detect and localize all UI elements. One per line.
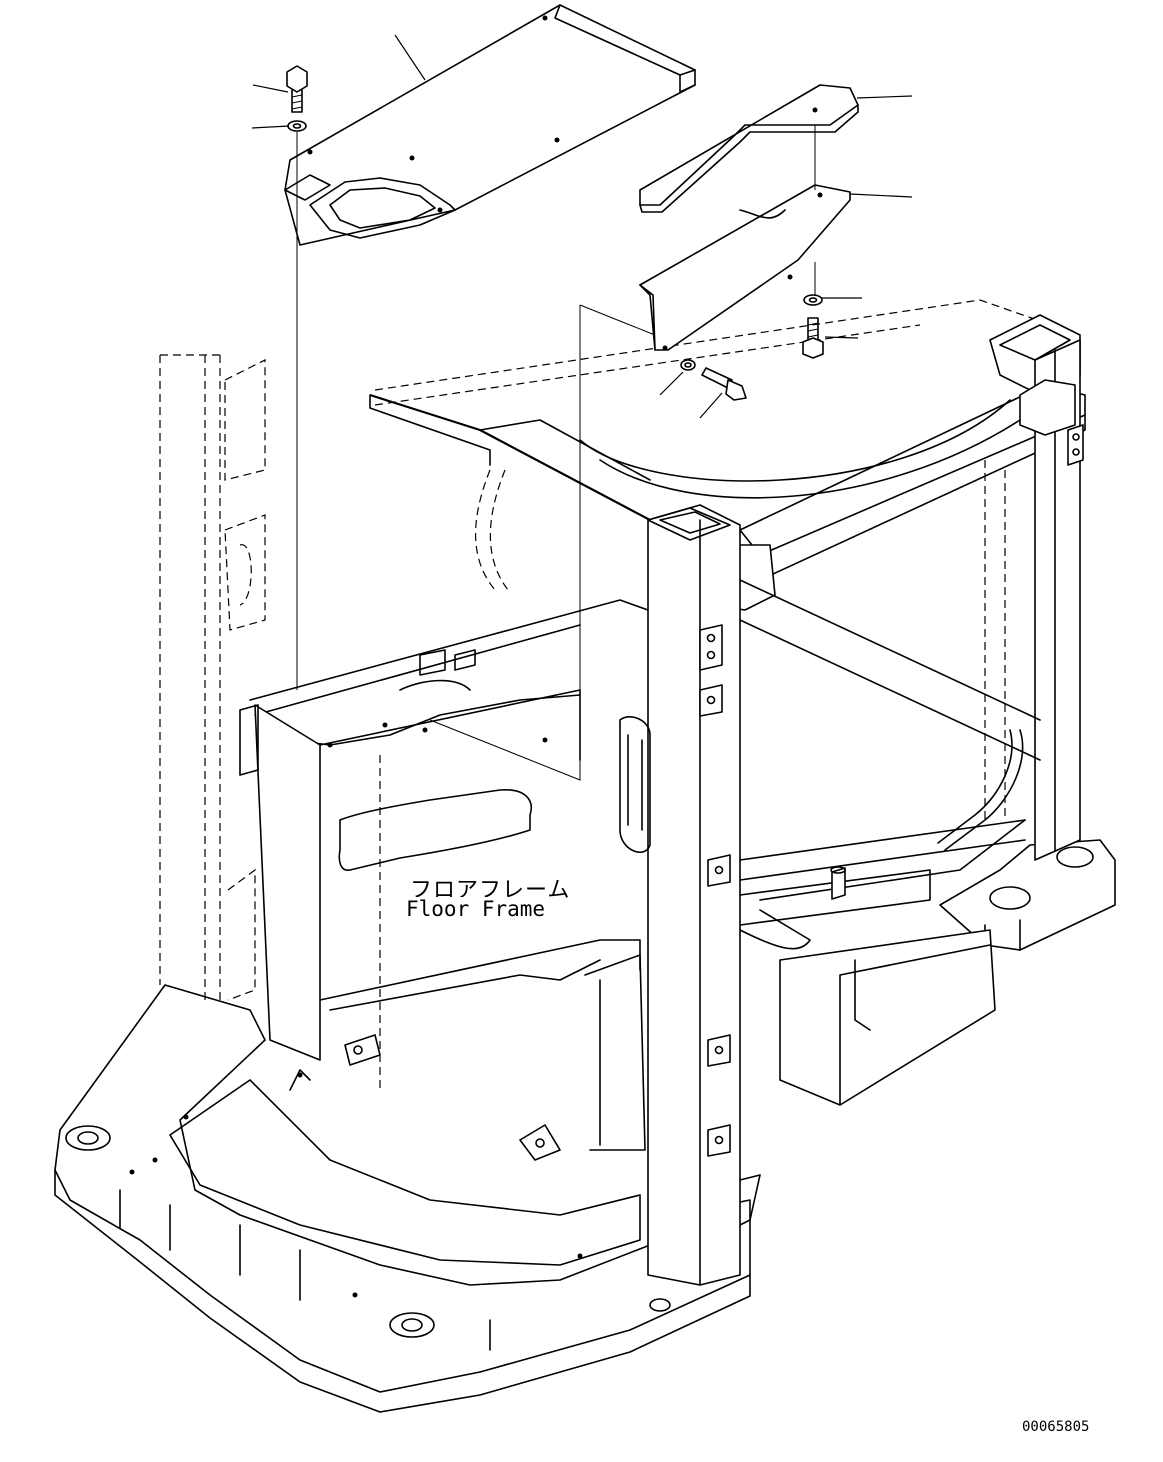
floor-frame-base [54,839,1116,1413]
assembly-lines [296,125,816,781]
washer-angled [680,359,696,371]
floor-panels [239,469,649,1161]
floor-frame-label-en: Floor Frame [404,897,548,921]
washer-right [803,294,823,306]
left-rear-post [159,354,266,1005]
top-cover-plate [284,4,696,246]
washer-left [287,120,307,132]
document-id: 00065805 [1022,1419,1090,1435]
hardware [286,65,824,401]
armrest-bracket [639,184,851,351]
leader-lines [251,34,913,419]
cab-frame [369,299,1086,1286]
bolt-right [802,317,824,359]
bolt-left [286,65,308,113]
bolt-angled [701,367,747,401]
armrest-pad [639,84,859,213]
